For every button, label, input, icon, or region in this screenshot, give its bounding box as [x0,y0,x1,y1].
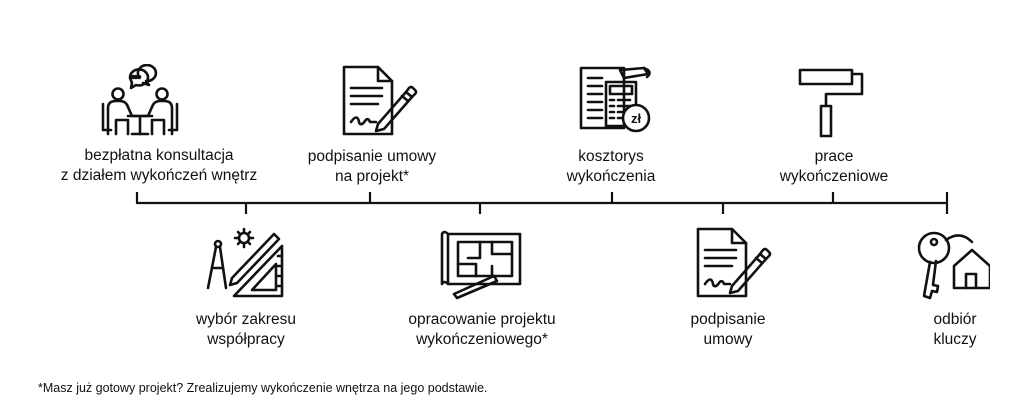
step-label-design: opracowanie projektu wykończeniowego* [408,311,556,348]
step-label-project-contract: podpisanie umowy na projekt* [307,148,437,185]
floor-plan-icon [440,226,524,300]
step-label-estimate: kosztorys wykończenia [566,148,656,185]
step-label-handover: odbiór kluczy [933,311,977,348]
paint-roller-icon [796,64,870,138]
step-label-finishing-works: prace wykończeniowe [779,148,889,185]
step-label-scope: wybór zakresu współpracy [196,311,296,348]
footnote: *Masz już gotowy projekt? Zrealizujemy w… [38,381,488,395]
meeting-icon [100,64,180,138]
step-label-contract: podpisanie umowy [690,311,766,348]
house-keys-icon [910,226,990,300]
step-label-consultation: bezpłatna konsultacja z działem wykończe… [60,147,258,184]
contract-signing-icon [340,64,418,138]
contract-signing-icon [694,226,772,300]
currency-symbol: zł [631,111,642,126]
calculator-estimate-icon: zł [576,64,658,136]
drafting-tools-icon [204,226,288,300]
